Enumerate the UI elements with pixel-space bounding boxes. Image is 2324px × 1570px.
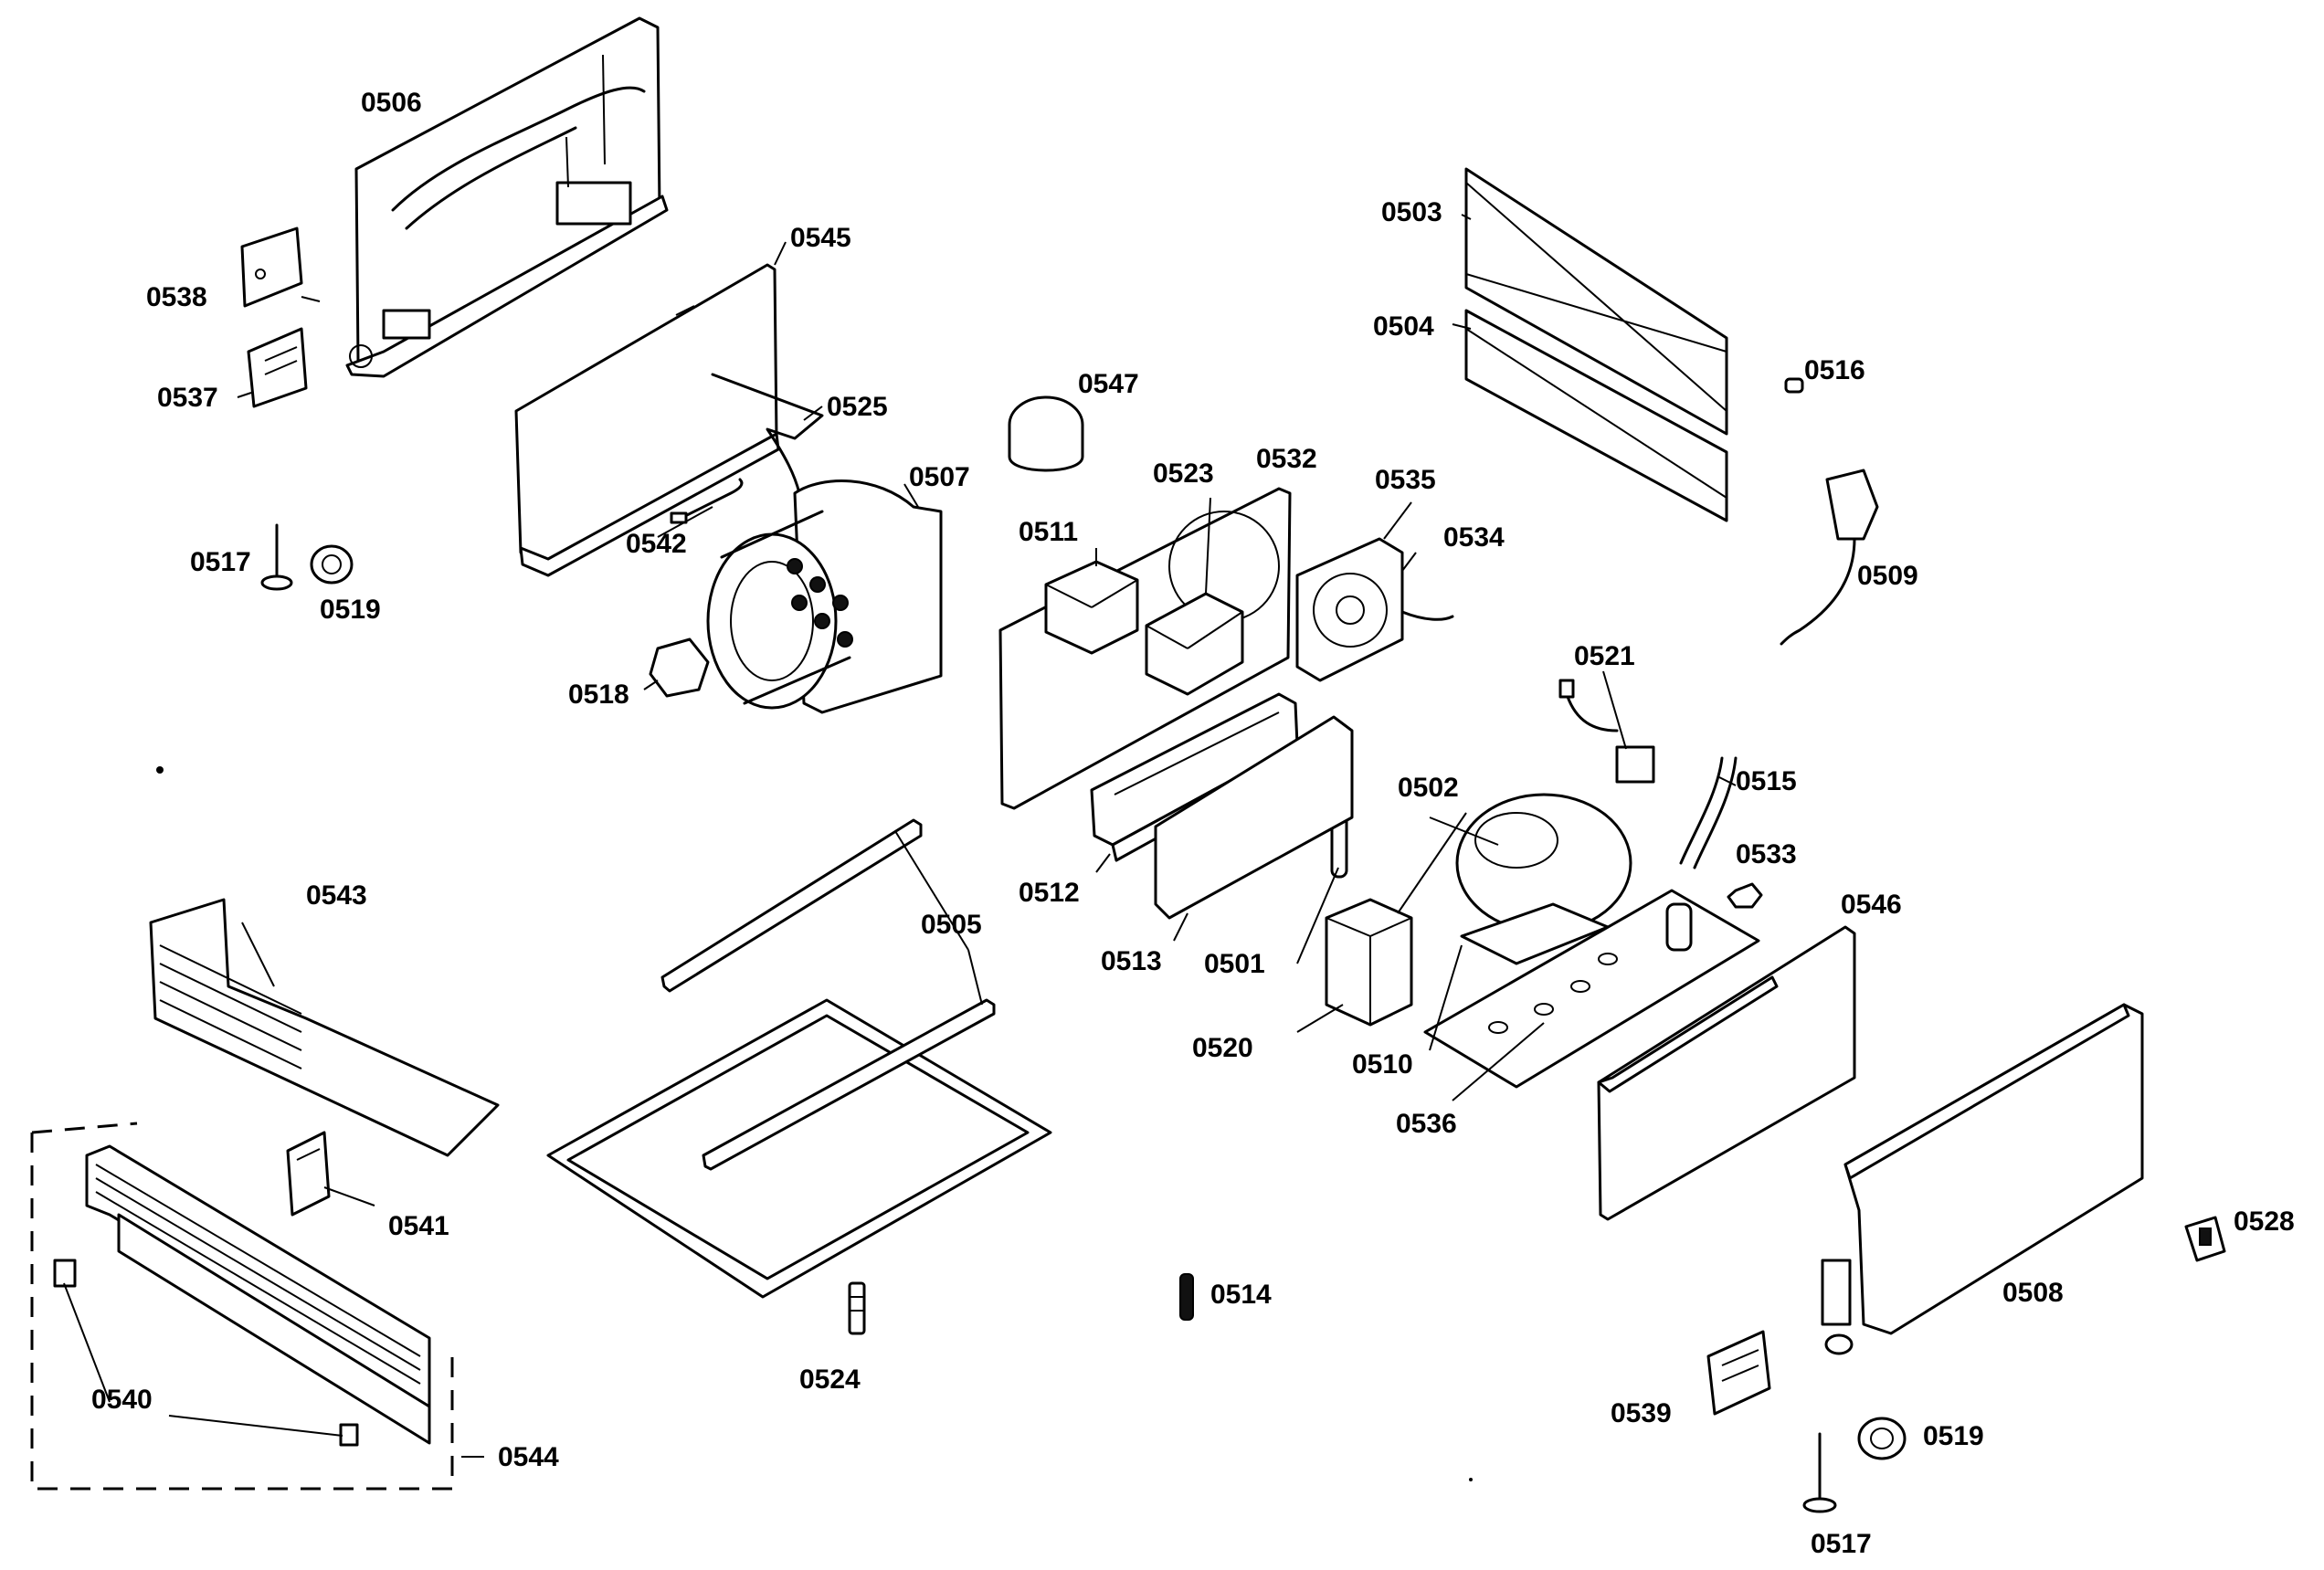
label-0547: 0547: [1078, 369, 1139, 399]
label-0511: 0511: [1019, 517, 1078, 547]
part-0519-roller-left: [310, 544, 354, 585]
part-0543-grille-frame: [149, 898, 500, 1157]
label-0537: 0537: [157, 383, 218, 413]
part-0528-bracket: [2184, 1216, 2226, 1262]
part-0506-back-frame: [345, 16, 669, 378]
label-0524: 0524: [799, 1365, 861, 1395]
part-0507-blower-housing: [706, 479, 943, 714]
label-0509: 0509: [1857, 561, 1918, 591]
label-0518: 0518: [568, 680, 629, 710]
part-0518-gasket: [649, 637, 710, 698]
part-0517-foot-left: [260, 523, 293, 591]
label-0514: 0514: [1210, 1280, 1272, 1310]
label-0504: 0504: [1373, 311, 1434, 342]
part-0546-side-panel: [1597, 925, 1856, 1221]
label-0502: 0502: [1398, 773, 1459, 803]
part-0537-hinge: [247, 327, 308, 408]
part-0504-panel: [1464, 309, 1728, 522]
label-0543: 0543: [306, 880, 367, 911]
label-0533: 0533: [1736, 839, 1797, 869]
label-0510: 0510: [1352, 1049, 1413, 1080]
part-0545-divider-panel: [514, 263, 780, 577]
label-0532: 0532: [1256, 444, 1317, 474]
label-0503: 0503: [1381, 197, 1442, 227]
part-0503-panel: [1464, 167, 1728, 436]
label-0523: 0523: [1153, 458, 1214, 489]
label-0519-left: 0519: [320, 595, 381, 625]
label-0545: 0545: [790, 223, 851, 253]
part-0538-bracket: [240, 227, 303, 308]
part-0519-roller-right: [1857, 1417, 1907, 1460]
label-0508: 0508: [2002, 1278, 2064, 1308]
part-0542-sensor: [670, 478, 744, 524]
part-0544-grille-assembly: [30, 1122, 454, 1491]
label-0536: 0536: [1396, 1109, 1457, 1139]
label-0520: 0520: [1192, 1033, 1253, 1063]
label-0542: 0542: [626, 529, 687, 559]
label-0506: 0506: [361, 88, 422, 118]
part-0513-condenser: [1154, 715, 1354, 920]
label-0544: 0544: [498, 1442, 559, 1472]
part-0505-rails-frame: [546, 818, 1052, 1299]
label-0525: 0525: [827, 392, 888, 422]
label-0505: 0505: [921, 910, 982, 940]
label-0519-right: 0519: [1923, 1421, 1984, 1451]
part-0508-right-side-panel: [1821, 1003, 2144, 1355]
label-0507: 0507: [909, 462, 970, 492]
label-0515: 0515: [1736, 766, 1797, 796]
leader-lines: [63, 214, 1737, 1458]
stray-dot: [1469, 1478, 1473, 1481]
part-0539-bracket: [1706, 1330, 1771, 1416]
part-0517-foot-right: [1802, 1432, 1837, 1513]
label-0535: 0535: [1375, 465, 1436, 495]
part-0541-clip: [286, 1131, 331, 1217]
part-0520-terminal-box: [1325, 898, 1413, 1027]
label-0534: 0534: [1443, 522, 1505, 553]
part-0536-base-plate: [1423, 889, 1760, 1089]
label-0517-right: 0517: [1811, 1529, 1872, 1559]
label-0541: 0541: [388, 1211, 449, 1241]
part-0516-cap: [1784, 377, 1804, 394]
label-0539: 0539: [1611, 1398, 1672, 1428]
part-0535-0534-fan: [1295, 537, 1454, 682]
part-0514-spring: [1179, 1273, 1194, 1321]
label-0513: 0513: [1101, 946, 1162, 976]
label-0521: 0521: [1574, 641, 1635, 671]
part-0509-power-cord: [1780, 469, 1879, 646]
part-labels: 0506 0538 0537 0545 0525 0507 0542 0517 …: [91, 88, 2295, 1559]
label-0528: 0528: [2234, 1206, 2295, 1237]
label-0546: 0546: [1841, 890, 1902, 920]
part-0525-bracket: [711, 373, 824, 495]
label-0516: 0516: [1804, 355, 1865, 385]
label-0538: 0538: [146, 282, 207, 312]
label-0501: 0501: [1204, 949, 1265, 979]
label-0517-left: 0517: [190, 547, 251, 577]
label-0540: 0540: [91, 1385, 153, 1415]
part-0515-tube: [1679, 756, 1738, 869]
part-0502-compressor: [1455, 793, 1632, 965]
label-0512: 0512: [1019, 878, 1080, 908]
part-0547-capacitor: [1008, 395, 1084, 472]
part-0533-nut: [1727, 882, 1763, 909]
stray-dot: [156, 766, 164, 774]
part-0511-transformer: [1044, 560, 1139, 655]
part-0521-relay: [1558, 679, 1655, 784]
part-0524-screw: [848, 1281, 866, 1335]
